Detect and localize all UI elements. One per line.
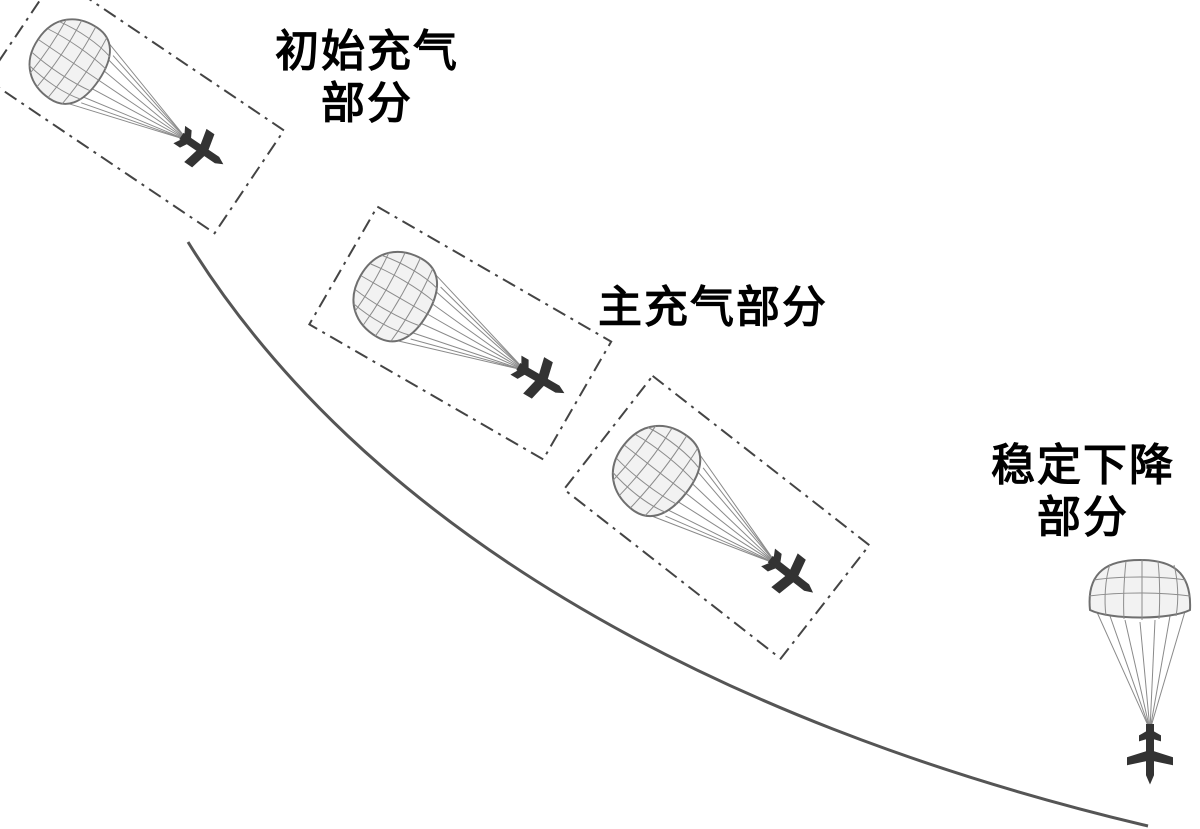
label-main-inflation: 主充气部分 (598, 282, 828, 334)
stage-steady-descent (1088, 558, 1192, 785)
descent-trajectory (186, 241, 1149, 828)
bounding-box-1 (0, 0, 286, 235)
parachute-icon (594, 407, 841, 629)
label-line: 部分 (321, 78, 413, 129)
parachute-icon (13, 2, 247, 200)
aircraft-icon (1127, 724, 1173, 785)
parachute-icon (1088, 558, 1192, 620)
label-line: 部分 (1037, 492, 1129, 543)
stage-main-inflation (307, 205, 613, 461)
bounding-box-3 (562, 374, 871, 661)
label-steady-descent: 稳定下降 部分 (978, 440, 1188, 544)
label-line: 主充气部分 (598, 282, 828, 333)
parachute-icon (337, 235, 586, 432)
stage-transition (562, 374, 871, 661)
label-line: 初始充气 (275, 26, 459, 77)
stage-initial-inflation (0, 0, 286, 235)
label-initial-inflation: 初始充气 部分 (262, 26, 472, 130)
label-line: 稳定下降 (991, 440, 1175, 491)
